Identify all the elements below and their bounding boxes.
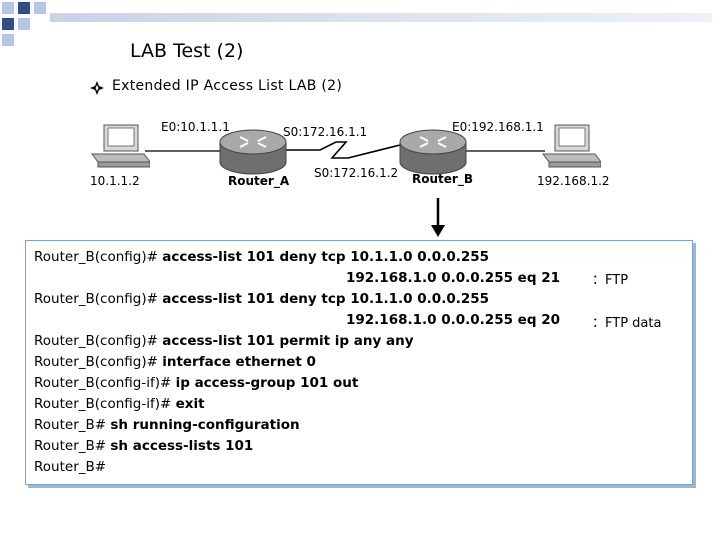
config-line: Router_B# sh running-configuration bbox=[34, 417, 300, 433]
config-line: Router_B# bbox=[34, 459, 107, 475]
router-a-name: Router_A bbox=[228, 174, 290, 188]
router-b-e0: E0:192.168.1.1 bbox=[452, 120, 544, 134]
note-ftp-data: ：FTP data bbox=[592, 316, 662, 331]
router-b-name: Router_B bbox=[412, 172, 473, 186]
config-line: Router_B(config)# interface ethernet 0 bbox=[34, 354, 316, 370]
router-b-s0: S0:172.16.1.2 bbox=[314, 166, 399, 180]
router-a-e0: E0:10.1.1.1 bbox=[161, 120, 230, 134]
config-box: Router_B(config)# access-list 101 deny t… bbox=[25, 240, 693, 485]
pc-icon bbox=[90, 124, 151, 172]
router-icon bbox=[398, 128, 468, 180]
router-a-s0: S0:172.16.1.1 bbox=[283, 125, 368, 139]
header-bar bbox=[50, 13, 712, 22]
config-line: Router_B# sh access-lists 101 bbox=[34, 438, 254, 454]
arrow-down-icon bbox=[430, 198, 446, 242]
config-line: Router_B(config-if)# ip access-group 101… bbox=[34, 375, 359, 391]
config-line: Router_B(config)# access-list 101 deny t… bbox=[34, 291, 490, 307]
page-title: LAB Test (2) bbox=[130, 40, 244, 62]
network-diagram bbox=[145, 141, 545, 159]
note-ftp: ：FTP bbox=[592, 273, 629, 288]
host-right-ip: 192.168.1.2 bbox=[537, 174, 610, 188]
diamond-bullet-icon bbox=[90, 80, 104, 95]
config-line: 192.168.1.0 0.0.0.255 eq 21 bbox=[346, 270, 560, 286]
config-line: Router_B(config-if)# exit bbox=[34, 396, 205, 412]
pc-icon bbox=[541, 124, 602, 172]
host-left-ip: 10.1.1.2 bbox=[90, 174, 140, 188]
router-icon bbox=[218, 128, 288, 180]
config-line: Router_B(config)# access-list 101 deny t… bbox=[34, 249, 490, 265]
config-line: 192.168.1.0 0.0.0.255 eq 20 bbox=[346, 312, 560, 328]
corner-decoration bbox=[0, 0, 60, 46]
config-line: Router_B(config)# access-list 101 permit… bbox=[34, 333, 414, 349]
subtitle: Extended IP Access List LAB (2) bbox=[112, 78, 343, 94]
